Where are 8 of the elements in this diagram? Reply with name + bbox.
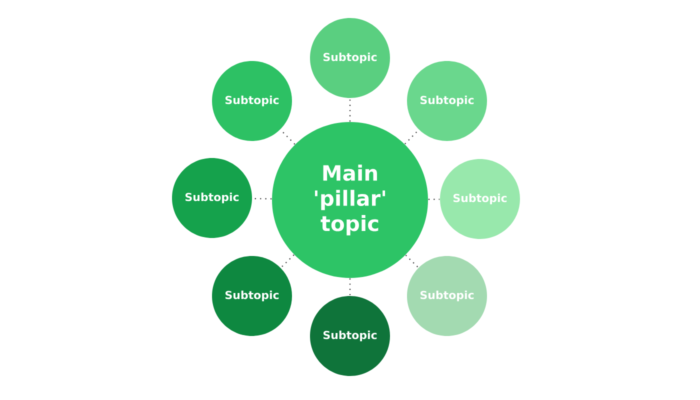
connector-line (404, 129, 420, 144)
connector-line (349, 98, 351, 122)
connector-line (405, 254, 419, 268)
connector-line (349, 278, 351, 296)
connector-line (280, 254, 294, 268)
connector-line (428, 198, 440, 200)
connector-line (252, 198, 272, 200)
connector-line (280, 129, 296, 145)
